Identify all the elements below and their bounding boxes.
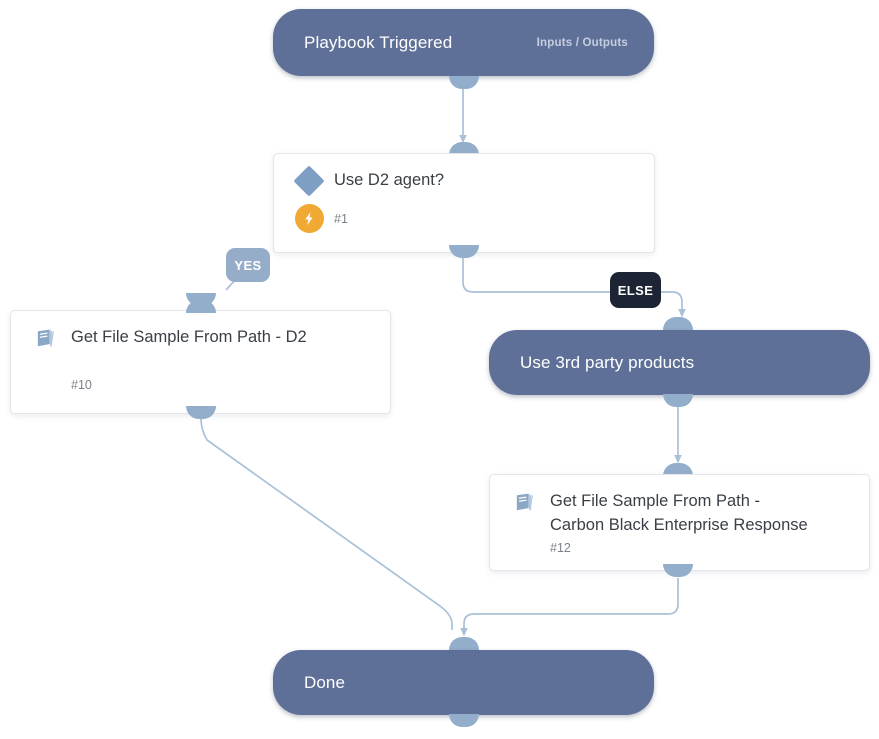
node-title: Use 3rd party products	[520, 352, 695, 372]
port-out-done[interactable]	[449, 714, 479, 727]
branch-label-yes[interactable]: YES	[226, 248, 270, 282]
book-icon	[508, 491, 542, 515]
node-task-get-file-sample-d2[interactable]: Get File Sample From Path - D2 #10	[10, 310, 391, 414]
port-in-condition[interactable]	[449, 142, 479, 155]
node-task-get-file-sample-carbon-black[interactable]: Get File Sample From Path - Carbon Black…	[489, 474, 870, 571]
node-title: Use D2 agent?	[334, 171, 445, 189]
condition-title-row: Use D2 agent?	[274, 154, 654, 197]
condition-id-row: #1	[274, 204, 654, 233]
node-title-line-1: Get File Sample From Path -	[550, 492, 760, 510]
task-title-row: Get File Sample From Path - D2	[11, 311, 390, 351]
node-playbook-triggered[interactable]: Playbook Triggered Inputs / Outputs	[273, 9, 654, 76]
edge-task10-to-done	[200, 417, 453, 630]
task-id-row: #10	[11, 378, 390, 392]
node-section-use-3rd-party-products[interactable]: Use 3rd party products	[489, 330, 870, 395]
node-condition-use-d2-agent[interactable]: Use D2 agent? #1	[273, 153, 655, 253]
port-out-section-3rd-party[interactable]	[663, 394, 693, 407]
port-out-playbook-triggered[interactable]	[449, 76, 479, 89]
port-in-done[interactable]	[449, 637, 479, 650]
port-in-task-carbon-black[interactable]	[663, 463, 693, 476]
branch-label-text: YES	[234, 257, 262, 273]
lightning-bolt-icon	[292, 204, 326, 233]
port-out-condition-else[interactable]	[449, 245, 479, 258]
edge-task12-to-done	[460, 578, 679, 637]
port-in-task-d2[interactable]	[186, 300, 216, 313]
port-out-task-d2[interactable]	[186, 406, 216, 419]
port-in-section-3rd-party[interactable]	[663, 317, 693, 330]
node-title: Done	[304, 672, 346, 692]
node-title: Get File Sample From Path - Carbon Black…	[550, 489, 808, 537]
node-title: Get File Sample From Path - D2	[71, 328, 307, 346]
node-done[interactable]: Done	[273, 650, 654, 715]
branch-label-text: ELSE	[617, 282, 654, 298]
node-inputs-outputs-link[interactable]: Inputs / Outputs	[536, 36, 628, 49]
book-icon	[29, 327, 63, 351]
task-id-row: #12	[490, 541, 869, 555]
branch-label-else[interactable]: ELSE	[610, 272, 661, 308]
node-id-label: #10	[71, 378, 92, 392]
node-title: Playbook Triggered	[304, 32, 453, 52]
node-id-label: #1	[334, 211, 348, 226]
port-out-task-carbon-black[interactable]	[663, 564, 693, 577]
diamond-icon	[292, 165, 326, 197]
node-id-label: #12	[550, 541, 571, 555]
node-title-line-2: Carbon Black Enterprise Response	[550, 516, 808, 534]
task-title-row: Get File Sample From Path - Carbon Black…	[490, 475, 869, 537]
